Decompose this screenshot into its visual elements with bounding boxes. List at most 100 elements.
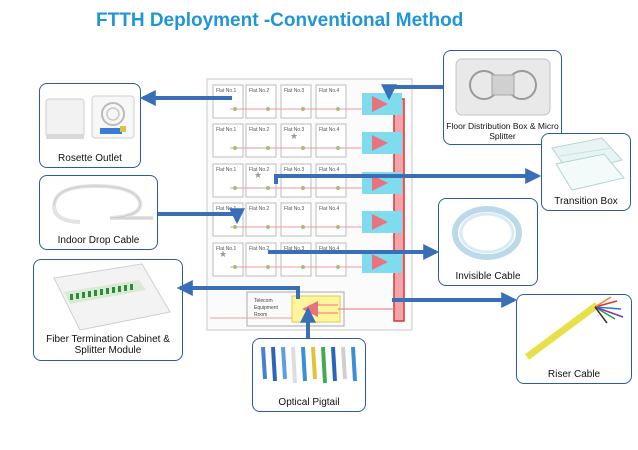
indoor-drop-cable-label: Indoor Drop Cable <box>57 235 140 246</box>
micro-splitter <box>372 214 388 230</box>
arrow-fiber-termination <box>176 280 300 299</box>
flat-label: Flat No.4 <box>319 88 340 94</box>
flat-cell <box>280 202 312 237</box>
rosette-outlet-image <box>45 95 135 139</box>
flat-cell <box>245 84 277 119</box>
outlet-dot <box>336 225 340 229</box>
flat-label: Flat No.2 <box>249 206 270 212</box>
flat-cell <box>245 123 277 158</box>
floor-distribution-label: Floor Distribution Box & Micro Splitter <box>446 121 559 141</box>
flat-cell <box>315 84 347 119</box>
indoor-drop-cable-image <box>52 183 153 224</box>
telecom-room-label-2: Equipment <box>254 305 279 311</box>
flat-cell <box>212 242 244 277</box>
outlet-dot <box>266 186 270 190</box>
floor-distribution-card: Floor Distribution Box & Micro Splitter <box>443 50 562 145</box>
outlet-dot <box>266 107 270 111</box>
invisible-cable-label: Invisible Cable <box>455 271 521 282</box>
invisible-cable-image <box>452 206 522 260</box>
indoor-drop-cable-card: Indoor Drop Cable <box>39 175 158 250</box>
flat-label: Flat No.4 <box>319 246 340 252</box>
flat-cell <box>280 123 312 158</box>
flat-label: Flat No.4 <box>319 206 340 212</box>
outlet-dot <box>301 107 305 111</box>
fiber-termination-card: Fiber Termination Cabinet & Splitter Mod… <box>33 259 183 361</box>
flat-label: Flat No.1 <box>216 127 237 133</box>
optical-pigtail-card: Optical Pigtail <box>252 338 366 412</box>
flat-cell <box>280 84 312 119</box>
flat-cell <box>315 163 347 198</box>
flat-cell <box>212 84 244 119</box>
flat-cell <box>245 202 277 237</box>
optical-pigtail-label: Optical Pigtail <box>278 397 340 408</box>
flat-label: Flat No.1 <box>216 206 237 212</box>
flat-cell <box>280 242 312 277</box>
flat-label: Flat No.2 <box>249 167 270 173</box>
floor-distribution-box <box>362 172 402 194</box>
riser-cable-card: Riser Cable <box>516 294 632 384</box>
micro-splitter <box>372 175 388 191</box>
outlet-dot <box>233 146 237 150</box>
invisible-cable-card: Invisible Cable <box>438 198 538 286</box>
flat-cell <box>315 123 347 158</box>
telecom-room-label-3: Room <box>254 312 267 318</box>
floor-distribution-box <box>362 93 402 115</box>
outlet-dot <box>233 107 237 111</box>
micro-splitter <box>372 254 388 270</box>
arrow-indoor-drop <box>158 208 245 225</box>
floor-distribution-box <box>362 132 402 154</box>
outlet-dot <box>301 186 305 190</box>
flat-cell <box>212 163 244 198</box>
flat-cell <box>315 242 347 277</box>
outlet-dot <box>233 265 237 269</box>
floor-distribution-image <box>455 58 551 116</box>
flat-label: Flat No.2 <box>249 246 270 252</box>
floor-distribution-box <box>362 251 402 273</box>
flat-label: Flat No.1 <box>216 246 237 252</box>
outlet-dot <box>266 225 270 229</box>
arrow-transition <box>274 168 542 184</box>
outlet-dot <box>233 225 237 229</box>
flat-label: Flat No.3 <box>284 206 305 212</box>
star-icon: ★ <box>290 132 298 142</box>
outlet-dot <box>266 265 270 269</box>
flat-label: Flat No.3 <box>284 167 305 173</box>
flat-cell <box>212 202 244 237</box>
flat-label: Flat No.2 <box>249 127 270 133</box>
telecom-room-label-1: Telecom <box>254 298 273 304</box>
riser-cable-label: Riser Cable <box>547 369 601 380</box>
micro-splitter <box>372 96 388 112</box>
rosette-outlet-card: Rosette Outlet <box>39 83 141 168</box>
optical-pigtail-image <box>261 346 357 384</box>
transition-box-image <box>551 137 625 191</box>
star-icon: ★ <box>254 171 262 181</box>
flat-cell <box>245 242 277 277</box>
outlet-dot <box>301 146 305 150</box>
riser-cable-image <box>524 296 624 360</box>
flat-label: Flat No.3 <box>284 127 305 133</box>
transition-box-label: Transition Box <box>554 196 618 207</box>
flat-label: Flat No.1 <box>216 88 237 94</box>
flat-cell <box>212 123 244 158</box>
page-title: FTTH Deployment -Conventional Method <box>96 10 464 31</box>
fiber-termination-label: Fiber Termination Cabinet & Splitter Mod… <box>46 334 170 356</box>
flat-label: Flat No.2 <box>249 88 270 94</box>
outlet-dot <box>301 225 305 229</box>
flat-label: Flat No.3 <box>284 246 305 252</box>
outlet-dot <box>336 186 340 190</box>
outlet-dot <box>336 107 340 111</box>
outlet-dot <box>301 265 305 269</box>
rosette-outlet-label: Rosette Outlet <box>58 153 122 164</box>
flat-cell <box>315 202 347 237</box>
flat-label: Flat No.4 <box>319 127 340 133</box>
arrow-floor-box <box>381 84 443 101</box>
flat-cell <box>245 163 277 198</box>
flat-label: Flat No.4 <box>319 167 340 173</box>
outlet-dot <box>336 146 340 150</box>
outlet-dot <box>266 146 270 150</box>
outlet-dot <box>233 186 237 190</box>
micro-splitter <box>372 135 388 151</box>
flat-cell <box>280 163 312 198</box>
transition-box-card: Transition Box <box>541 133 631 211</box>
flat-label: Flat No.3 <box>284 88 305 94</box>
